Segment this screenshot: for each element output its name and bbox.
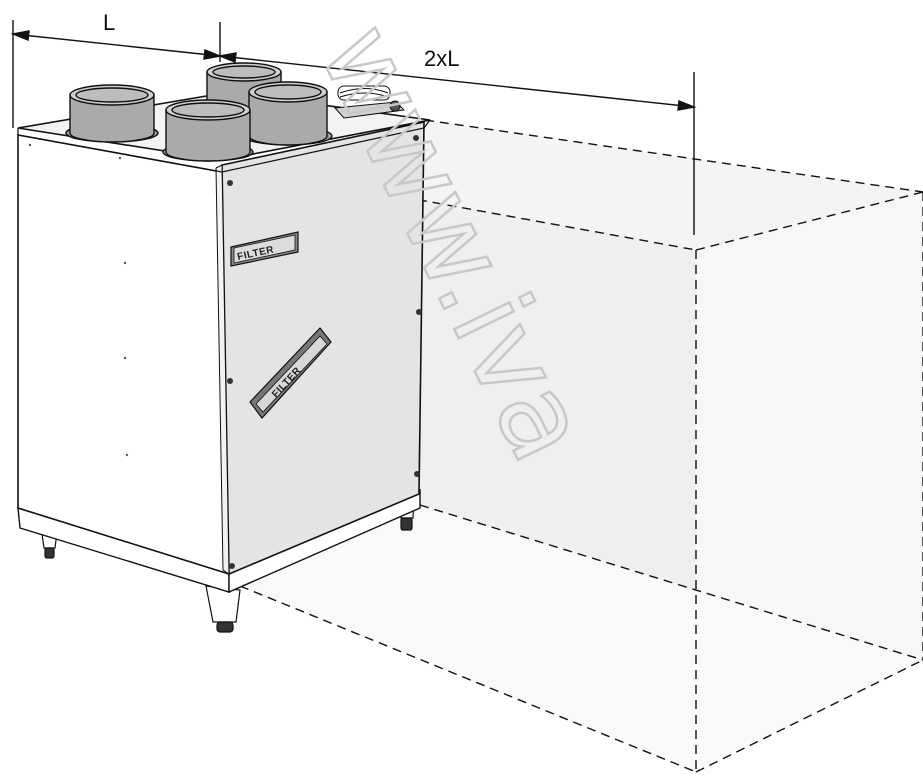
dimension-label-2xL: 2xL	[424, 46, 459, 71]
unit-base	[17, 488, 421, 594]
duct-spigots	[65, 62, 333, 162]
filter-handle-diagonal: FILTER	[249, 327, 332, 419]
dimension-arrow-2xL	[217, 52, 697, 111]
filter-handle-top: FILTER	[230, 231, 299, 267]
spigot-front	[162, 99, 254, 162]
dimension-arrow-L	[10, 30, 223, 60]
spigot-right	[243, 81, 333, 146]
leg-front-corner	[205, 585, 241, 633]
clearance-bottom-face	[240, 505, 923, 772]
top-plate-edge	[17, 119, 431, 173]
unit-side-panel	[17, 134, 230, 576]
spigot-back-left	[65, 84, 159, 143]
clearance-zone	[225, 119, 923, 773]
side-panel-rivets	[28, 143, 129, 457]
dimension-lines	[10, 20, 697, 235]
cable-connector	[333, 85, 406, 119]
dimension-label-L: L	[103, 10, 115, 35]
front-panel-frame-edge	[215, 164, 230, 575]
front-panel-screws	[227, 135, 422, 569]
